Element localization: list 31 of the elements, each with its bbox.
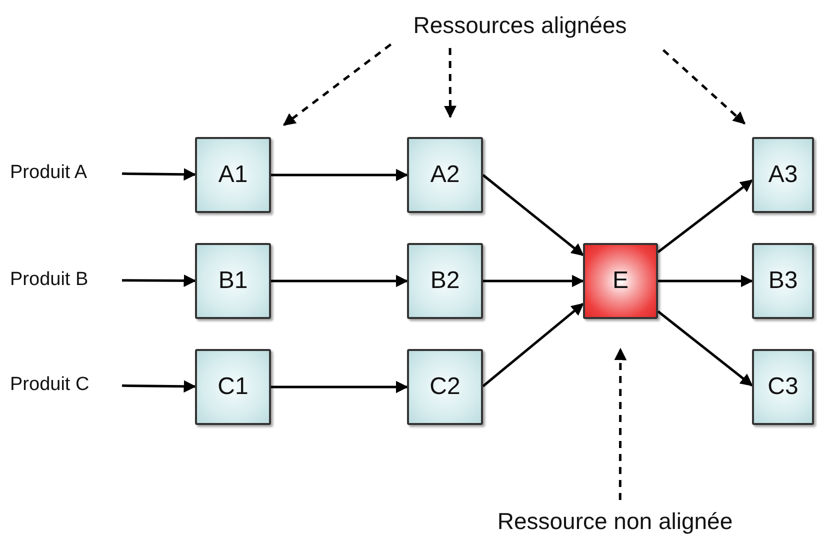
resource-box: B1 bbox=[195, 243, 271, 319]
dashed-arrow bbox=[444, 48, 456, 118]
arrow bbox=[122, 380, 196, 393]
resource-box: A2 bbox=[407, 137, 483, 213]
arrow bbox=[271, 380, 408, 394]
arrow bbox=[657, 179, 753, 254]
text-label: Ressource non alignée bbox=[455, 506, 775, 536]
arrow bbox=[271, 168, 408, 182]
resource-box: A1 bbox=[195, 137, 271, 213]
text-label: Produit A bbox=[10, 158, 122, 188]
arrow bbox=[483, 274, 584, 288]
arrow bbox=[122, 274, 196, 287]
arrow bbox=[657, 310, 753, 386]
arrow bbox=[482, 174, 584, 256]
text-label: Ressources alignées bbox=[380, 8, 660, 42]
resource-box: C2 bbox=[407, 349, 483, 425]
arrow bbox=[658, 274, 754, 288]
resource-box: A3 bbox=[752, 137, 814, 213]
dashed-arrow bbox=[662, 49, 746, 125]
dashed-arrow bbox=[614, 348, 627, 500]
resource-box: B3 bbox=[752, 243, 814, 319]
dashed-arrow bbox=[282, 43, 392, 126]
highlighted-resource-box: E bbox=[583, 243, 658, 319]
text-label: Produit C bbox=[10, 370, 122, 400]
arrow bbox=[122, 168, 196, 181]
resource-box: B2 bbox=[407, 243, 483, 319]
arrow bbox=[271, 274, 408, 288]
resource-box: C3 bbox=[752, 349, 814, 425]
arrow bbox=[482, 302, 584, 388]
resource-box: C1 bbox=[195, 349, 271, 425]
text-label: Produit B bbox=[10, 265, 122, 295]
